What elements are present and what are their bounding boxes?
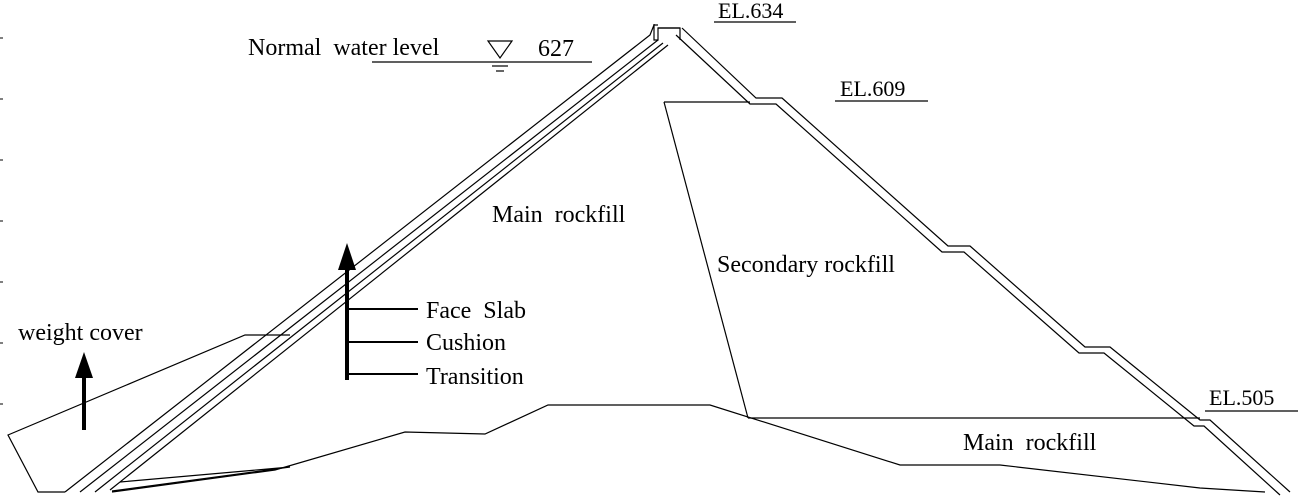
- water-level-value: 627: [538, 36, 574, 62]
- secondary-rockfill-zone: [663, 101, 1200, 419]
- foundation-line-upper: [111, 404, 1266, 493]
- foundation-profile: [7, 334, 1266, 493]
- downstream-face-inner: [675, 34, 1281, 496]
- weight-cover-annotation: weight cover: [18, 320, 143, 430]
- el-505-label: EL.505: [1209, 385, 1274, 410]
- downstream-face: [675, 27, 1291, 496]
- transition-line: [109, 44, 669, 491]
- transition-toe-line: [111, 466, 291, 492]
- weight-cover-outline: [7, 334, 290, 493]
- main-rockfill-upper-label: Main rockfill: [492, 202, 626, 228]
- normal-water-level-label: Normal water level: [248, 35, 440, 61]
- dam-crest: [653, 24, 681, 41]
- zone-boundary-slope: [663, 101, 749, 419]
- el-634-label: EL.634: [718, 0, 783, 23]
- main-rockfill-lower-label: Main rockfill: [963, 430, 1097, 456]
- weight-cover-label: weight cover: [18, 320, 143, 346]
- water-level-triangle-icon: [486, 40, 514, 60]
- elevation-labels: EL.634 EL.609 EL.505: [714, 0, 1298, 412]
- face-slab-label: Face Slab: [426, 298, 526, 324]
- layer-arrow-up-icon: [338, 243, 356, 270]
- cushion-line: [94, 42, 664, 493]
- cushion-label: Cushion: [426, 330, 506, 356]
- face-slab-inner-line: [79, 39, 659, 493]
- layer-legend: Face Slab Cushion Transition: [338, 243, 526, 390]
- el-609-label: EL.609: [840, 76, 905, 101]
- transition-label: Transition: [426, 364, 524, 390]
- downstream-face-outer: [681, 27, 1291, 493]
- weight-cover-arrow-up-icon: [75, 352, 93, 378]
- left-margin-ticks: [0, 37, 3, 405]
- secondary-rockfill-label: Secondary rockfill: [717, 252, 895, 278]
- upstream-face-layers: [64, 24, 669, 493]
- normal-water-level: Normal water level 627: [248, 35, 592, 72]
- crest-outline: [653, 24, 681, 41]
- face-slab-outer-line: [64, 24, 658, 493]
